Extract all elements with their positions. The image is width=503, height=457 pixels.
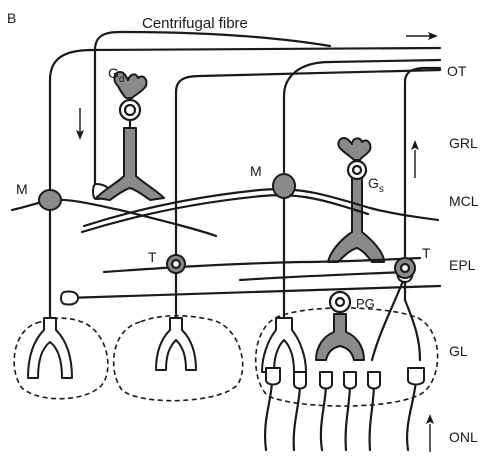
arrow-ot-right — [406, 32, 438, 40]
tufted-right-label: T — [422, 245, 431, 261]
mitral-left-label: M — [16, 181, 28, 197]
layer-label-onl: ONL — [449, 429, 478, 445]
panel-label: B — [7, 10, 16, 26]
olfactory-nerve-axons — [265, 368, 424, 450]
layer-label-ot: OT — [447, 63, 467, 79]
layer-label-grl: GRL — [449, 135, 478, 151]
arrow-up-onl — [426, 414, 434, 452]
epl-terminal-bulb — [61, 291, 78, 304]
centrifugal-fibre-label: Centrifugal fibre — [142, 15, 248, 32]
tufted-cell-left — [104, 255, 420, 370]
mitral-center-label: M — [250, 163, 262, 179]
arrow-down-centrifugal — [76, 108, 84, 140]
periglomerular-label: PG — [356, 296, 375, 311]
layer-label-epl: EPL — [449, 257, 476, 273]
tufted-left-label: T — [148, 249, 157, 265]
layer-label-mcl: MCL — [449, 193, 479, 209]
epl-axon-terminal — [66, 286, 440, 298]
granule-cell-superficial — [328, 138, 384, 262]
layer-label-gl: GL — [449, 343, 468, 359]
granule-cell-deep — [96, 72, 164, 200]
granule-superficial-label: Gs — [368, 175, 384, 195]
arrow-up-grl — [411, 140, 419, 178]
